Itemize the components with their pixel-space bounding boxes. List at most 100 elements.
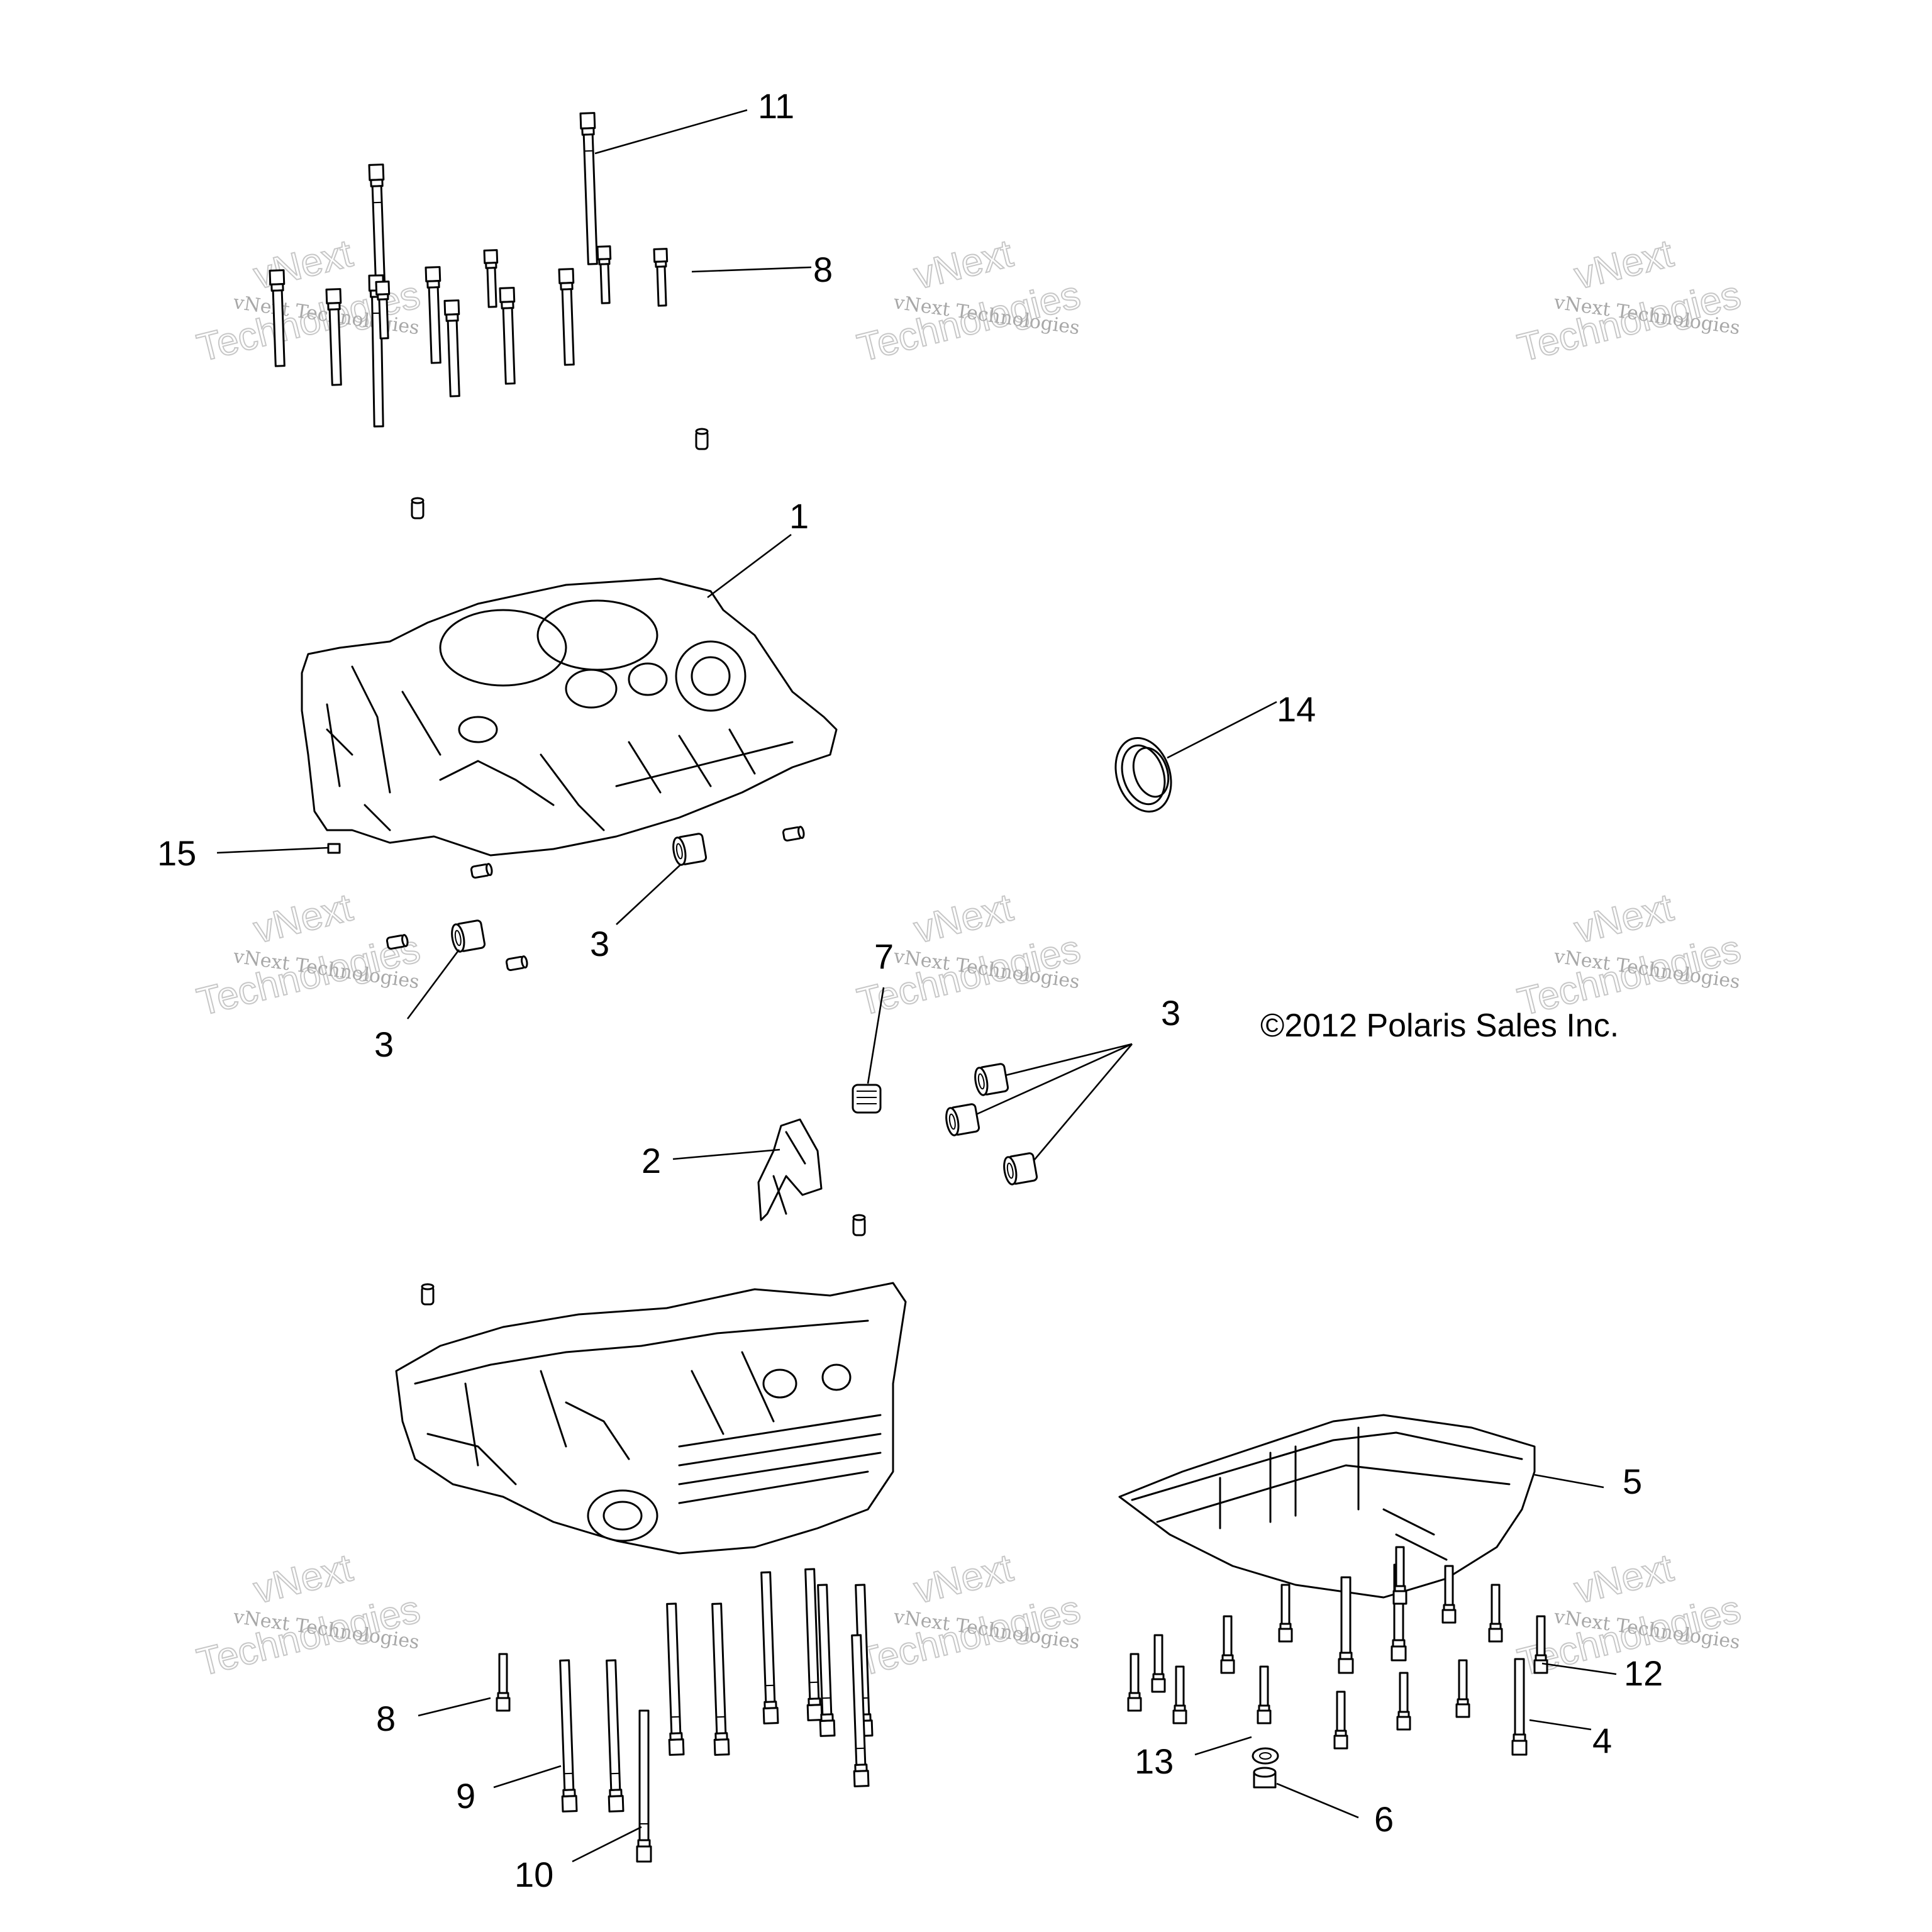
bolt-11	[579, 112, 601, 265]
dowel-pin	[386, 933, 409, 950]
lower-crankcase	[395, 1282, 907, 1555]
leader-1	[707, 533, 792, 599]
watermark-line1: vNext	[910, 1546, 1017, 1612]
callout-10: 10	[514, 1855, 553, 1894]
watermark-bottom-center: vNext vNext Technologies Technologies	[853, 1545, 1085, 1685]
watermark-line3: Technologies	[853, 1587, 1085, 1685]
leader-8b	[418, 1697, 491, 1717]
bolt-lower	[758, 1571, 779, 1724]
callout-6: 6	[1374, 1799, 1394, 1839]
oil-pan-bolt	[1396, 1672, 1411, 1731]
callout-labels: 11 8 1 14 15 3 3 7 3 2 5 12 4 13 6 8 9 1…	[157, 86, 1663, 1894]
leader-10	[572, 1826, 642, 1863]
bolt-4	[1511, 1658, 1528, 1756]
callout-2: 2	[641, 1141, 661, 1180]
bolt-upper	[425, 266, 444, 364]
oil-pan	[1118, 1414, 1536, 1599]
leader-3c	[1004, 1043, 1133, 1077]
dowel-group-upper	[411, 428, 709, 519]
bearing-3c	[1001, 1152, 1039, 1187]
leader-2	[672, 1148, 780, 1160]
leader-3a	[616, 864, 681, 925]
dowel-pin	[421, 1283, 435, 1306]
watermark-mid-right: vNext vNext Technologies Technologies	[1513, 885, 1746, 1024]
callout-8-bottom: 8	[376, 1699, 396, 1738]
oil-pan-bolt	[1455, 1659, 1470, 1718]
watermark-line1: vNext	[250, 231, 357, 297]
bolt-upper	[483, 249, 500, 308]
leader-12	[1541, 1662, 1617, 1675]
watermark-bottom-left: vNext vNext Technologies Technologies	[192, 1545, 425, 1685]
watermark-line3: Technologies	[193, 1587, 425, 1685]
oil-pan-bolt	[1488, 1584, 1503, 1643]
oil-pan-bolt	[1338, 1576, 1354, 1674]
leader-3c	[975, 1043, 1133, 1116]
callout-7: 7	[874, 936, 894, 976]
chain-guide-2	[757, 1118, 823, 1221]
bolt-9	[557, 1659, 578, 1813]
bearing-7	[852, 1084, 882, 1114]
middle-small-parts	[327, 825, 1039, 1306]
callout-1: 1	[789, 496, 809, 536]
leader-7	[867, 987, 885, 1084]
dowel-pin	[695, 428, 709, 450]
watermark-line1: vNext	[910, 231, 1017, 297]
watermark-top-left: vNext vNext Technologies Technologies	[192, 231, 425, 370]
washer-13	[1252, 1747, 1279, 1765]
oil-pan-bolt	[1333, 1690, 1348, 1750]
leader-lines	[216, 109, 1617, 1863]
watermark-line3: Technologies	[1514, 273, 1745, 370]
callout-8-top: 8	[813, 250, 833, 289]
callout-13: 13	[1135, 1741, 1174, 1781]
oil-pan-bolt	[1392, 1546, 1407, 1605]
dowel-pin	[505, 955, 529, 972]
leader-9	[493, 1765, 562, 1789]
drain-plug-6	[1253, 1767, 1277, 1789]
watermark-mid-left: vNext vNext Technologies Technologies	[192, 885, 425, 1024]
callout-5: 5	[1623, 1462, 1642, 1501]
oil-pan-bolt-group	[1127, 1546, 1548, 1789]
bolt-lower	[709, 1602, 730, 1756]
watermark-line1: vNext	[250, 886, 357, 952]
oil-pan-bolt	[1220, 1615, 1235, 1674]
leader-11	[594, 109, 748, 155]
bolt-10	[636, 1709, 652, 1863]
callout-9: 9	[456, 1776, 475, 1816]
bolt-8-top	[653, 248, 670, 307]
watermark-line3: Technologies	[853, 273, 1085, 370]
oil-pan-bolt	[1151, 1634, 1166, 1693]
plug-15	[327, 843, 341, 854]
bolt-8-bottom	[496, 1653, 511, 1712]
callout-3-c: 3	[1161, 993, 1180, 1033]
oil-pan-bolt	[1278, 1584, 1293, 1643]
bearing-3c	[972, 1062, 1010, 1097]
bearing-3b	[449, 919, 487, 954]
leader-5	[1534, 1474, 1604, 1489]
callout-11: 11	[758, 86, 794, 126]
copyright-notice: ©2012 Polaris Sales Inc.	[1260, 1008, 1619, 1044]
leader-4	[1529, 1719, 1592, 1731]
leader-14	[1167, 701, 1277, 759]
leader-3b	[406, 949, 460, 1019]
watermark-line1: vNext	[250, 1546, 357, 1612]
watermark-top-right: vNext vNext Technologies Technologies	[1513, 231, 1746, 370]
leader-3c	[1033, 1043, 1133, 1161]
callout-15: 15	[157, 833, 196, 873]
bearing-3a	[670, 832, 708, 867]
dowel-pin	[411, 497, 425, 519]
bolt-upper	[443, 299, 463, 397]
callout-3-a: 3	[590, 924, 609, 963]
bolt-lower	[663, 1602, 685, 1756]
dowel-pin	[470, 862, 494, 879]
oil-pan-bolt	[1257, 1665, 1272, 1724]
leader-13	[1194, 1736, 1252, 1756]
oil-pan-bolt	[1441, 1565, 1457, 1624]
watermark-line1: vNext	[1570, 1546, 1677, 1612]
callout-3-b: 3	[374, 1024, 394, 1064]
dowel-pin	[782, 825, 806, 842]
dowel-pin	[852, 1214, 866, 1236]
callout-4: 4	[1592, 1721, 1612, 1760]
callout-14: 14	[1277, 689, 1316, 729]
oil-pan-bolt	[1172, 1665, 1187, 1724]
